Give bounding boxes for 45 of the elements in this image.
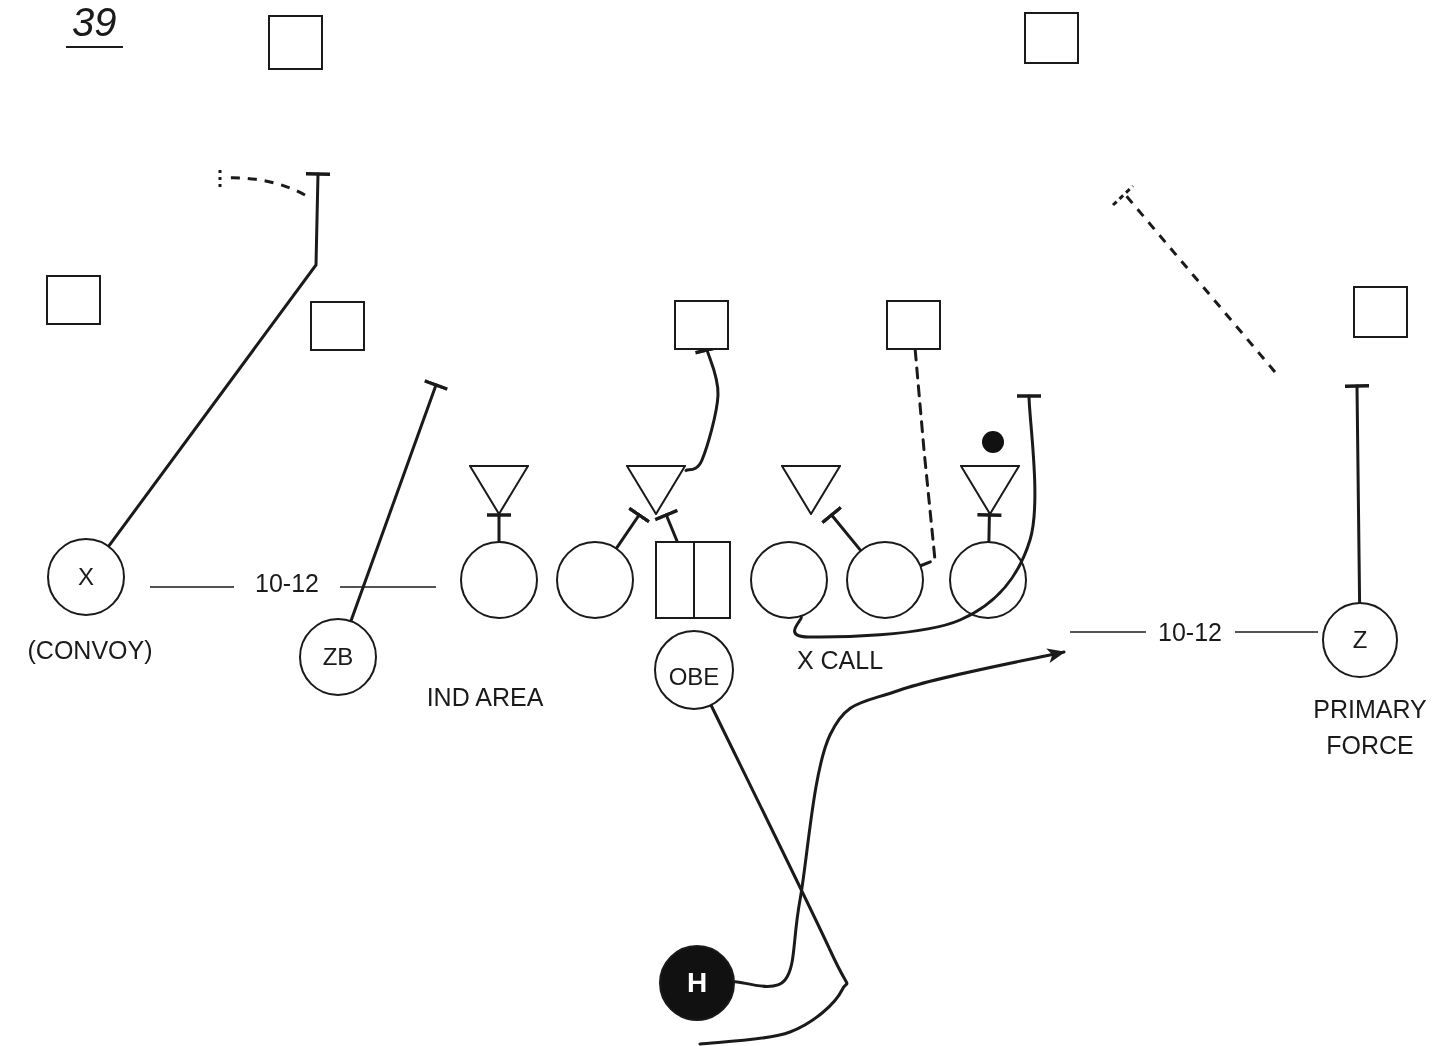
route-line xyxy=(653,508,680,543)
defender-square xyxy=(309,301,365,351)
field-note: IND AREA xyxy=(426,681,544,713)
player-caption: PRIMARY FORCE xyxy=(1312,693,1428,761)
player-circle xyxy=(47,538,125,616)
route-line xyxy=(485,513,513,543)
field-note: 10-12 xyxy=(255,567,319,599)
center-box xyxy=(655,541,731,619)
defender-square xyxy=(1352,286,1408,338)
defender-square xyxy=(45,275,101,325)
player-circle xyxy=(299,618,377,696)
route-line xyxy=(107,172,332,548)
player-circle xyxy=(556,541,634,619)
route-line xyxy=(975,513,1004,543)
player-circle xyxy=(1322,602,1398,678)
route-arrow xyxy=(733,648,1066,988)
player-label: OBE xyxy=(668,665,720,689)
defender-square xyxy=(885,300,941,350)
field-note: X CALL xyxy=(796,644,884,676)
lineman-triangle xyxy=(626,465,686,515)
route-line xyxy=(698,704,849,1046)
lineman-triangle xyxy=(469,465,529,515)
player-circle xyxy=(846,541,924,619)
defender-square xyxy=(1023,12,1079,64)
defender-square xyxy=(267,14,323,70)
route-line xyxy=(913,348,937,567)
lineman-triangle xyxy=(960,465,1020,515)
player-label: Z xyxy=(1352,628,1368,652)
route-line xyxy=(820,505,862,552)
field-note: 10-12 xyxy=(1158,616,1222,648)
player-label: ZB xyxy=(322,645,354,669)
player-circle xyxy=(460,541,538,619)
route-line xyxy=(1343,384,1371,604)
player-circle xyxy=(654,630,734,710)
defender-square xyxy=(673,300,729,350)
player-label: X xyxy=(78,565,94,589)
lineman-triangle xyxy=(781,465,841,515)
player-caption: (CONVOY) xyxy=(27,634,153,666)
route-line xyxy=(349,379,450,622)
player-label: H xyxy=(686,969,708,997)
route-line xyxy=(793,393,1043,639)
play-number-title: 39 xyxy=(66,2,123,48)
player-circle xyxy=(949,541,1027,619)
route-line xyxy=(615,506,651,550)
player-circle xyxy=(750,541,828,619)
